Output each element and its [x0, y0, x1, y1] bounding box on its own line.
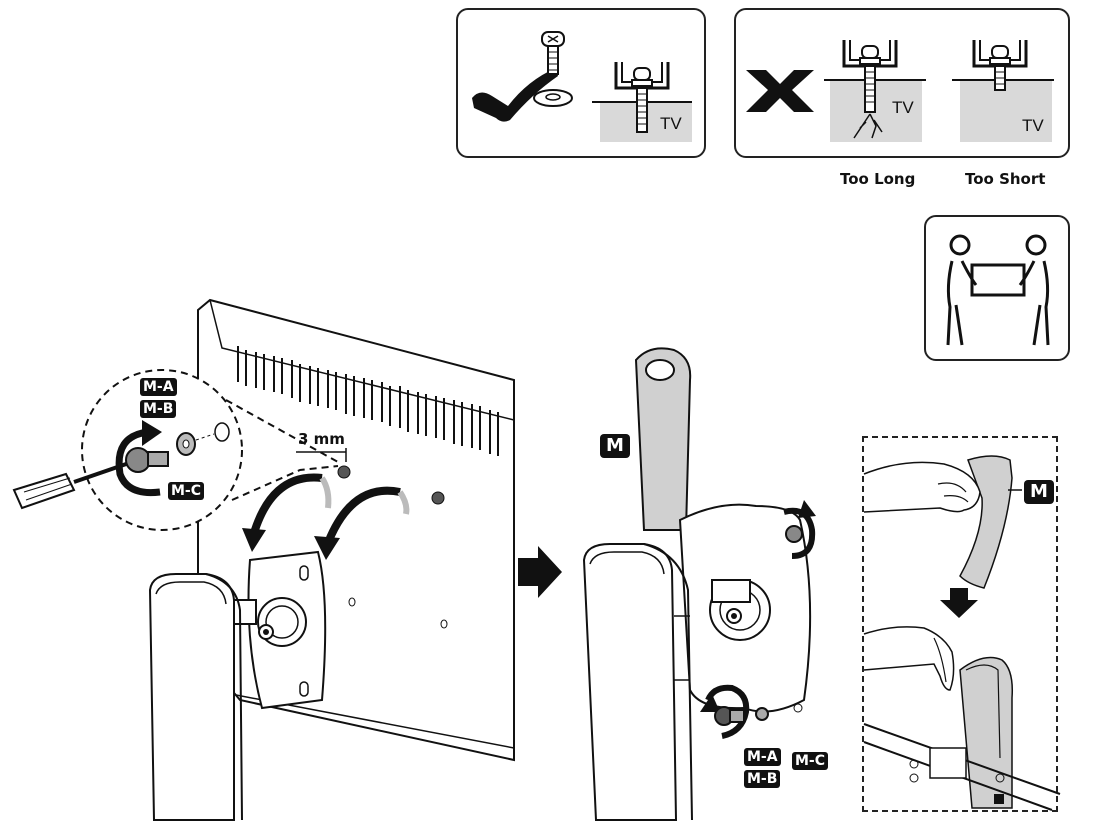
tag-m-right: M	[600, 434, 630, 458]
gap-dimension-label: 3 mm	[298, 430, 345, 448]
two-person-lift-panel	[924, 215, 1070, 361]
wrong-screw-panel: TV TV	[734, 8, 1070, 158]
cover-install-inset: M	[862, 436, 1061, 812]
tag-m-b-left: M-B	[140, 400, 177, 418]
tag-m-a-right: M-A	[744, 748, 781, 766]
tag-m-c-left: M-C	[168, 482, 205, 500]
tv-label: TV	[660, 114, 682, 133]
wrong-screw-illustration	[746, 40, 1054, 142]
arrow-down-icon	[940, 588, 978, 618]
too-long-caption: Too Long	[840, 170, 916, 188]
tag-m-b-right: M-B	[744, 770, 781, 788]
tag-m-c-right: M-C	[792, 752, 829, 770]
tv-label-long: TV	[892, 98, 914, 117]
tag-m-a-left: M-A	[140, 378, 177, 396]
tag-m-inset: M	[1024, 480, 1054, 504]
cross-icon	[746, 70, 814, 112]
check-icon	[472, 68, 558, 122]
cover-install-illustration	[863, 455, 1061, 811]
correct-screw-illustration	[472, 31, 692, 142]
tv-label-short: TV	[1022, 116, 1044, 135]
two-person-lift-icon	[946, 234, 1050, 346]
correct-screw-panel: TV	[456, 8, 706, 158]
too-short-caption: Too Short	[965, 170, 1046, 188]
